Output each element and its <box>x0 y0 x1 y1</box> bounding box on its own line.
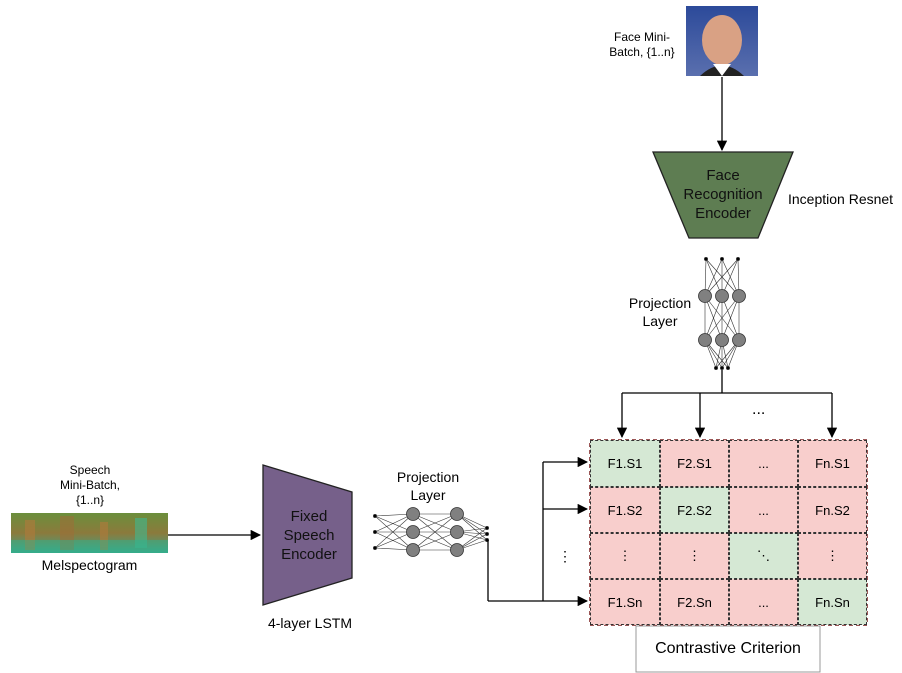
melspectrogram-caption: Melspectogram <box>41 557 138 573</box>
speech-projection-input-node <box>372 546 377 551</box>
matrix-cell-r3-c1: ⋮ <box>590 533 660 579</box>
face-projection-neuron <box>732 289 746 303</box>
speech-projection-network <box>372 507 489 557</box>
face-embedding-branch <box>616 370 838 439</box>
matrix-cell-r3-c2: ⋮ <box>660 533 729 579</box>
face-projection-network <box>698 256 746 370</box>
face-projection-input-node <box>720 365 725 370</box>
face-image <box>686 6 758 76</box>
face-projection-connection <box>704 258 739 297</box>
contrastive-criterion-label: Contrastive Criterion <box>655 640 801 657</box>
face-projection-connection <box>704 295 723 341</box>
speech-projection-neuron <box>406 543 420 557</box>
face-projection-connection <box>721 295 740 341</box>
speech-projection-label: Projection Layer <box>396 469 460 503</box>
speech-projection-neuron <box>406 507 420 521</box>
matrix-cell-r2-c1: F1.S2 <box>590 487 660 533</box>
face-projection-connection <box>704 295 740 341</box>
matrix-cell-r2-c3: ... <box>729 487 798 533</box>
matrix-cell-r4-c4: Fn.Sn <box>798 579 867 625</box>
speech-projection-connection <box>374 515 414 551</box>
face-projection-connection <box>705 258 740 297</box>
speech-projection-connection <box>374 513 414 533</box>
speech-encoder-model-label: 4-layer LSTM <box>267 615 353 631</box>
melspectrogram-image <box>11 513 168 553</box>
speech-encoder-shape <box>262 464 353 606</box>
speech-projection-neuron <box>450 543 464 557</box>
matrix-cell-r1-c2: F2.S1 <box>660 440 729 487</box>
face-projection-neuron <box>732 333 746 347</box>
matrix-cell-r1-c4: Fn.S1 <box>798 440 867 487</box>
matrix-cell-r2-c2: F2.S2 <box>660 487 729 533</box>
face-encoder-model-label: Inception Resnet <box>788 191 894 207</box>
speech-projection-input-node <box>372 530 377 535</box>
face-projection-label: Projection Layer <box>628 295 692 329</box>
column-ellipsis: ... <box>752 401 766 418</box>
matrix-cell-r1-c1: F1.S1 <box>590 440 660 487</box>
speech-projection-neuron <box>450 525 464 539</box>
matrix-cell-r1-c3: ... <box>729 440 798 487</box>
speech-projection-neuron <box>450 507 464 521</box>
face-projection-neuron <box>715 333 729 347</box>
face-projection-input-node <box>736 256 741 261</box>
speech-projection-connection <box>412 513 458 533</box>
face-projection-input-node <box>720 256 725 261</box>
face-encoder-shape <box>652 151 794 239</box>
matrix-cell-r4-c1: F1.Sn <box>590 579 660 625</box>
speech-projection-input-node <box>372 514 377 519</box>
matrix-cell-r3-c4: ⋮ <box>798 533 867 579</box>
face-projection-neuron <box>698 289 712 303</box>
row-ellipsis: ⋮ <box>558 548 572 564</box>
speech-embedding-branch <box>487 456 589 607</box>
face-minibatch-label: Face Mini- Batch, {1..n} <box>609 30 675 59</box>
speech-projection-input-node <box>484 532 489 537</box>
face-projection-neuron <box>698 333 712 347</box>
speech-projection-connection <box>412 531 458 551</box>
speech-projection-connection <box>374 513 414 549</box>
speech-projection-neuron <box>406 525 420 539</box>
face-projection-input-node <box>726 365 731 370</box>
speech-encoder-label: Fixed Speech Encoder <box>281 508 337 563</box>
speech-projection-input-node <box>484 526 489 531</box>
matrix-cell-r4-c3: ... <box>729 579 798 625</box>
matrix-cell-r3-c3: ⋱ <box>729 533 798 579</box>
speech-projection-connection <box>412 513 458 551</box>
matrix-cell-r4-c2: F2.Sn <box>660 579 729 625</box>
face-projection-neuron <box>715 289 729 303</box>
speech-minibatch-label: Speech Mini-Batch, {1..n} <box>59 463 121 507</box>
face-projection-input-node <box>714 365 719 370</box>
speech-projection-connection <box>374 531 414 551</box>
face-projection-input-node <box>704 256 709 261</box>
face-encoder-label: Face Recognition Encoder <box>683 167 763 222</box>
matrix-cell-r2-c4: Fn.S2 <box>798 487 867 533</box>
criterion-box <box>635 625 821 673</box>
